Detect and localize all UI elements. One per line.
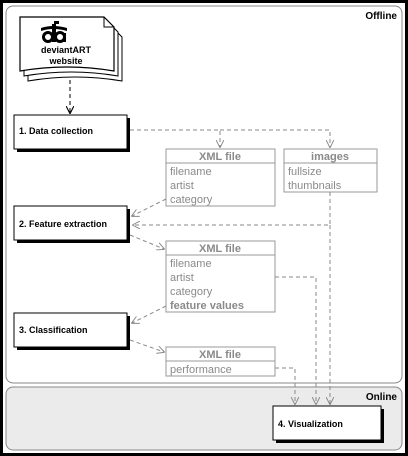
online-label: Online	[366, 392, 398, 403]
xml-file-2-title: XML file	[199, 243, 241, 255]
xml-file-2-field: category	[170, 286, 213, 298]
xml-file-3-title: XML file	[199, 349, 241, 361]
step-classification-label: 3. Classification	[19, 325, 88, 335]
arrow-classification-to-xml3	[129, 339, 164, 352]
xml-file-2-feature-values: feature values	[170, 300, 244, 312]
images-field: fullsize	[288, 166, 322, 178]
step-feature-extraction-label: 2. Feature extraction	[19, 219, 107, 229]
images-title: images	[311, 151, 349, 163]
images-field: thumbnails	[288, 180, 342, 192]
deviantart-source: deviantART website	[19, 16, 123, 82]
arrow-collection-to-xml1	[130, 129, 220, 147]
arrow-xml2-to-classification	[132, 305, 167, 323]
xml-file-1: XML file filename artist category	[165, 148, 276, 207]
xml-file-3: XML file performance	[165, 346, 276, 377]
xml-file-1-field: artist	[170, 180, 194, 192]
step-data-collection-label: 1. Data collection	[19, 126, 93, 136]
source-title-line2: website	[48, 56, 82, 66]
source-title-line1: deviantART	[41, 45, 92, 55]
xml-file-2: XML file filename artist category featur…	[165, 240, 276, 313]
step-classification: 3. Classification	[13, 312, 130, 350]
xml-file-2-field: filename	[170, 258, 212, 270]
arrow-extraction-to-xml2	[129, 234, 164, 249]
step-visualization: 4. Visualization	[272, 405, 384, 443]
step-visualization-label: 4. Visualization	[278, 419, 343, 429]
offline-label: Offline	[365, 11, 397, 22]
xml-file-1-field: category	[170, 194, 213, 206]
step-feature-extraction: 2. Feature extraction	[13, 205, 130, 243]
arrow-images-to-extraction	[133, 192, 331, 225]
arrow-collection-to-images	[220, 129, 330, 147]
step-data-collection: 1. Data collection	[13, 114, 130, 152]
xml-file-2-field: artist	[170, 272, 194, 284]
arrow-xml1-to-extraction	[132, 198, 167, 216]
xml-file-1-title: XML file	[199, 151, 241, 163]
deviantart-logo-icon	[41, 21, 67, 43]
arrow-xml3-to-visualization	[275, 367, 295, 404]
xml-file-3-field: performance	[170, 364, 232, 376]
xml-file-1-field: filename	[170, 166, 212, 178]
images-store: images fullsize thumbnails	[283, 148, 378, 193]
